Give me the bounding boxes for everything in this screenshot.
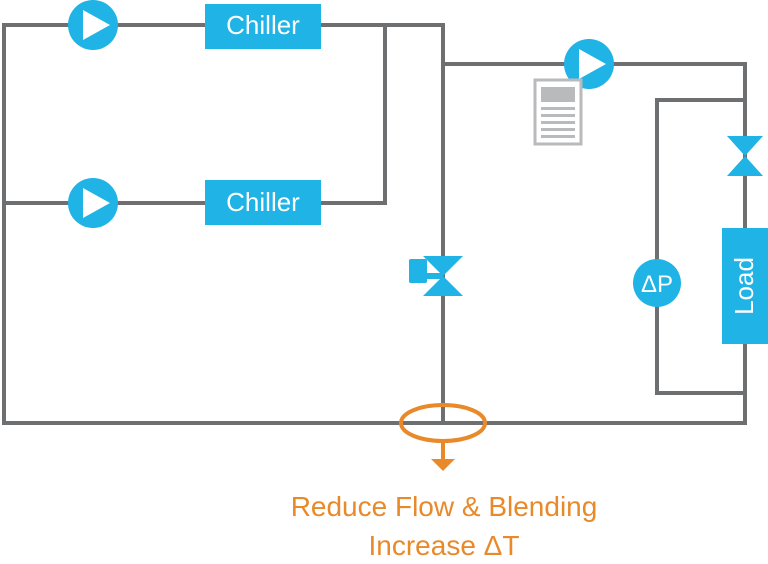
bypass-loop-pipe (655, 98, 747, 395)
decoupler-control-valve-icon (409, 256, 463, 296)
flow-highlight (399, 403, 487, 471)
load-box (722, 228, 768, 344)
primary-loop-pipe (2, 23, 442, 425)
caption-line-1: Reduce Flow & Blending (291, 491, 598, 522)
supply-header-pipe (383, 23, 445, 425)
chiller-top-label: Chiller (226, 10, 300, 40)
down-arrow-icon (431, 459, 455, 471)
chiller-top-box (205, 4, 321, 49)
chiller-bottom-label: Chiller (226, 187, 300, 217)
chiller-bottom: Chiller (205, 180, 321, 225)
dp-sensor-label: ΔP (641, 271, 673, 298)
pump-top-icon (68, 0, 118, 50)
dp-sensor-icon (633, 259, 681, 307)
differential-pressure-sensor: ΔP (633, 259, 681, 307)
pump-secondary-icon (564, 39, 614, 89)
load: Load (722, 228, 768, 344)
load-control-valve-icon (727, 136, 763, 176)
chiller-top-branch-pipe (2, 23, 387, 205)
secondary-loop-pipe (441, 62, 747, 425)
controller-panel-icon (533, 78, 583, 146)
chiller-bottom-box (205, 180, 321, 225)
chiller-top: Chiller (205, 4, 321, 49)
pump-bottom-icon (68, 178, 118, 228)
load-label: Load (729, 257, 759, 315)
piping (2, 23, 747, 425)
caption-line-2: Increase ΔT (369, 530, 520, 561)
